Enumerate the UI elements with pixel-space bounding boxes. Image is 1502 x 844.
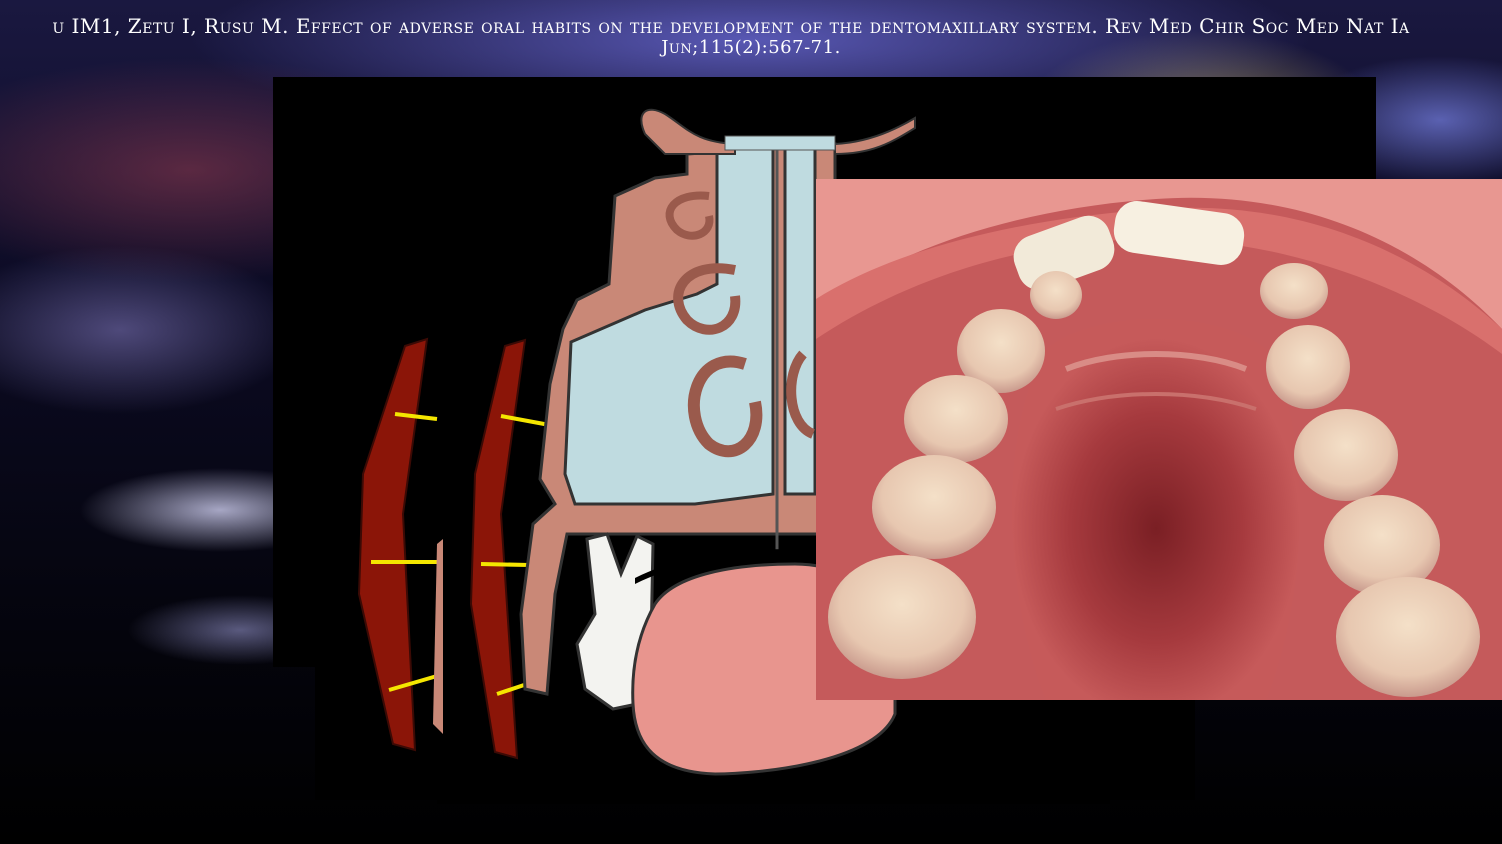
tooth-r4 (1336, 577, 1480, 697)
upper-arch-photo (816, 179, 1502, 700)
citation-text: u IM1, Zetu I, Rusu M. Effect of adverse… (0, 15, 1502, 59)
cribriform-plate (725, 136, 835, 150)
orbit-roof-right (835, 118, 915, 154)
nasal-cavity-right (785, 144, 815, 494)
tooth-l3 (872, 455, 996, 559)
tooth-l4 (828, 555, 976, 679)
citation-line-1: u IM1, Zetu I, Rusu M. Effect of adverse… (0, 15, 1502, 37)
palate (1012, 319, 1300, 700)
tooth-r1 (1266, 325, 1350, 409)
citation-line-2: Jun;115(2):567-71. (0, 37, 1502, 59)
tooth-r2 (1294, 409, 1398, 501)
lip-partial (433, 539, 443, 734)
tooth-l0 (1030, 271, 1082, 319)
tooth-l2 (904, 375, 1008, 463)
tooth-r0 (1260, 263, 1328, 319)
crista-galli (641, 110, 735, 154)
intraoral-photo (816, 179, 1502, 700)
